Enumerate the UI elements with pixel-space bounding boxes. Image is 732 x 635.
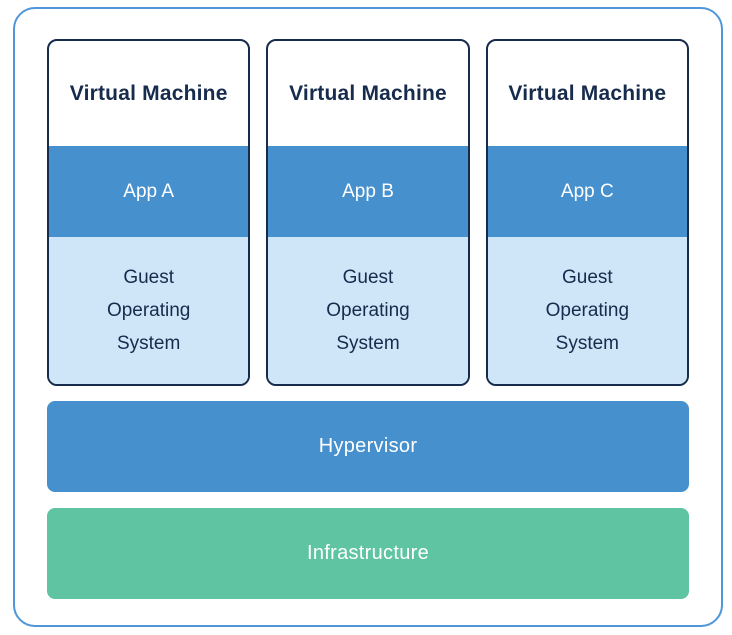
vm-guest-os-layer: Guest Operating System	[487, 237, 687, 384]
vm-box-2: Virtual Machine App B Guest Operating Sy…	[266, 39, 470, 386]
vm-app-a-layer: App A	[49, 146, 249, 237]
vm-title: Virtual Machine	[508, 81, 667, 105]
vm-box-1: Virtual Machine App A Guest Operating Sy…	[47, 39, 251, 386]
hypervisor-layer: Hypervisor	[47, 401, 689, 492]
diagram-canvas: Virtual Machine App A Guest Operating Sy…	[13, 7, 723, 627]
vm-app-b-layer: App B	[268, 146, 468, 237]
infrastructure-layer: Infrastructure	[47, 508, 689, 599]
vm-app-c-layer: App C	[487, 146, 687, 237]
vm-box-3: Virtual Machine App C Guest Operating Sy…	[485, 39, 689, 386]
vm-row: Virtual Machine App A Guest Operating Sy…	[47, 39, 689, 386]
vm-title: Virtual Machine	[289, 81, 447, 105]
vm-title: Virtual Machine	[69, 81, 228, 105]
vm-guest-os-layer: Guest Operating System	[49, 237, 249, 384]
vm-guest-os-layer: Guest Operating System	[268, 237, 468, 384]
